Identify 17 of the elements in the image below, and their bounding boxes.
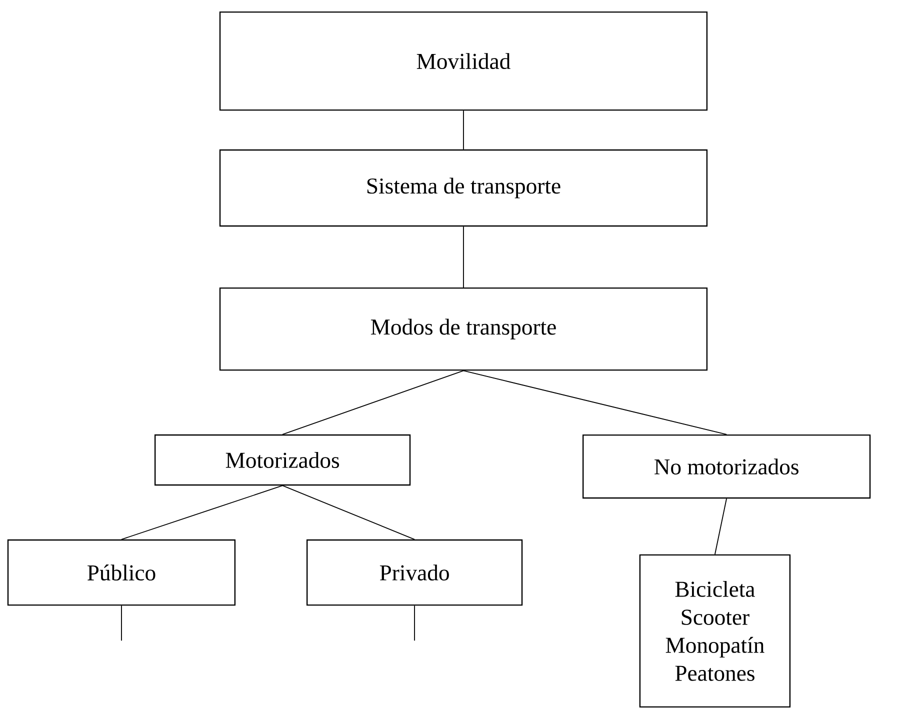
- box: Movilidad: [219, 12, 708, 111]
- box: Motorizados: [154, 434, 411, 486]
- connector-line: [463, 110, 464, 150]
- connector-line: [121, 605, 122, 642]
- connector-line: [121, 485, 283, 540]
- box: Modos de transporte: [219, 288, 708, 371]
- connector-line: [414, 605, 415, 642]
- box: Privado: [306, 539, 523, 606]
- box: No motorizados: [582, 434, 871, 499]
- connector-line: [714, 498, 728, 555]
- connector-line: [282, 485, 415, 540]
- box: Bicicleta Scooter Monopatín Peatones: [639, 554, 791, 708]
- connector-line: [282, 370, 464, 435]
- box: Público: [7, 539, 236, 606]
- connector-line: [463, 226, 464, 288]
- connector-line: [463, 370, 728, 435]
- box: Sistema de transporte: [219, 149, 708, 227]
